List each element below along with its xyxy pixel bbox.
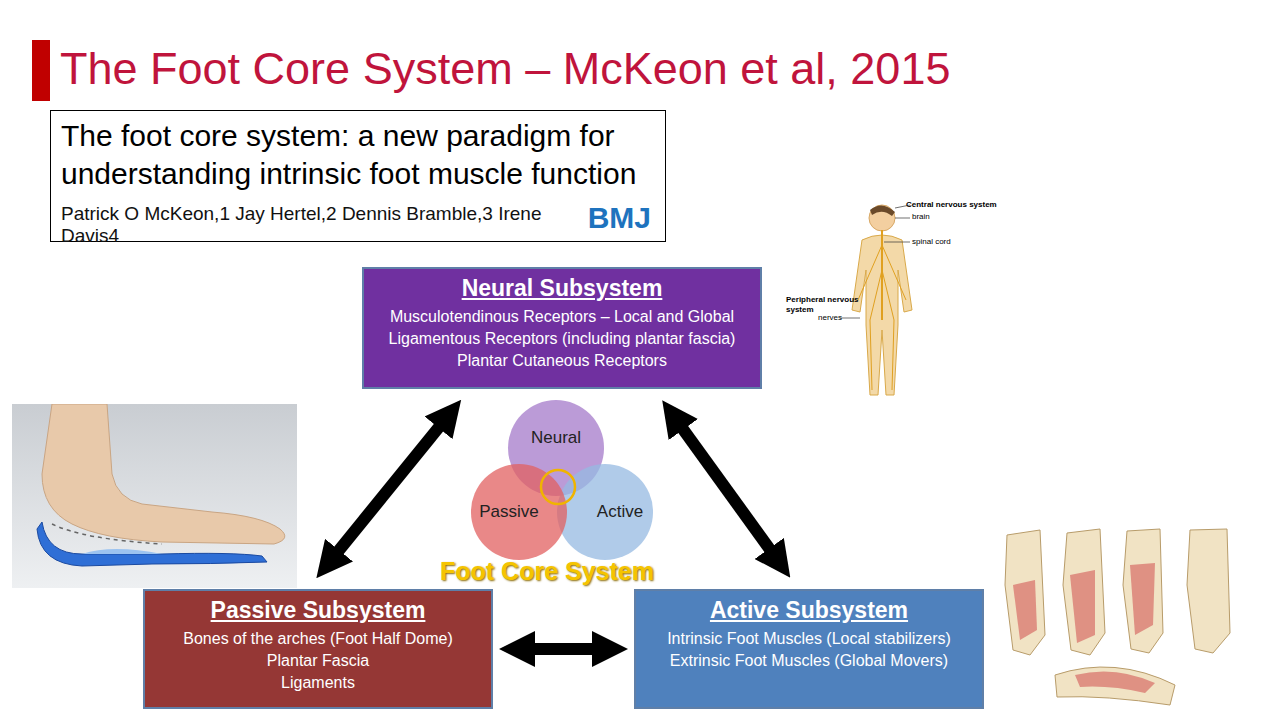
subsystem-box: Neural SubsystemMusculotendinous Recepto… (362, 267, 762, 389)
figure-label: Peripheral nervous system (786, 295, 866, 315)
circle-label: Neural (531, 428, 581, 448)
venn-caption: Foot Core System (440, 557, 654, 586)
box-text: Intrinsic Foot Muscles (Local stabilizer… (646, 628, 972, 650)
figure-label: Central nervous system (906, 200, 997, 209)
double-arrow (673, 415, 780, 563)
center-ring (538, 467, 578, 507)
box-text: Extrinsic Foot Muscles (Global Movers) (646, 650, 972, 672)
insole-photo (12, 404, 297, 588)
box-text: Ligamentous Receptors (including plantar… (374, 328, 750, 350)
box-heading: Passive Subsystem (155, 597, 481, 624)
box-text: Ligaments (155, 672, 481, 694)
box-heading: Active Subsystem (646, 597, 972, 624)
paper-title: The foot core system: a new paradigm for… (61, 117, 651, 193)
venn-circle: Active (556, 463, 654, 561)
figure-label: brain (912, 212, 930, 221)
double-arrow (328, 414, 450, 564)
figure-label: spinal cord (912, 237, 951, 246)
venn-circle: Passive (470, 463, 568, 561)
paper-box: The foot core system: a new paradigm for… (50, 110, 666, 242)
foot-muscle-illustration (995, 525, 1245, 710)
title-bar (32, 40, 50, 101)
box-text: Plantar Cutaneous Receptors (374, 350, 750, 372)
slide-title: The Foot Core System – McKeon et al, 201… (60, 40, 950, 98)
double-arrow (517, 643, 610, 655)
subsystem-box: Passive SubsystemBones of the arches (Fo… (143, 589, 493, 709)
box-text: Musculotendinous Receptors – Local and G… (374, 306, 750, 328)
paper-authors: Patrick O McKeon,1 Jay Hertel,2 Dennis B… (61, 203, 581, 247)
circle-label: Passive (479, 502, 539, 522)
circle-label: Active (597, 502, 643, 522)
journal-logo: BMJ (588, 201, 651, 235)
figure-label: nerves (818, 313, 842, 322)
box-text: Plantar Fascia (155, 650, 481, 672)
subsystem-box: Active SubsystemIntrinsic Foot Muscles (… (634, 589, 984, 709)
box-heading: Neural Subsystem (374, 275, 750, 302)
box-text: Bones of the arches (Foot Half Dome) (155, 628, 481, 650)
